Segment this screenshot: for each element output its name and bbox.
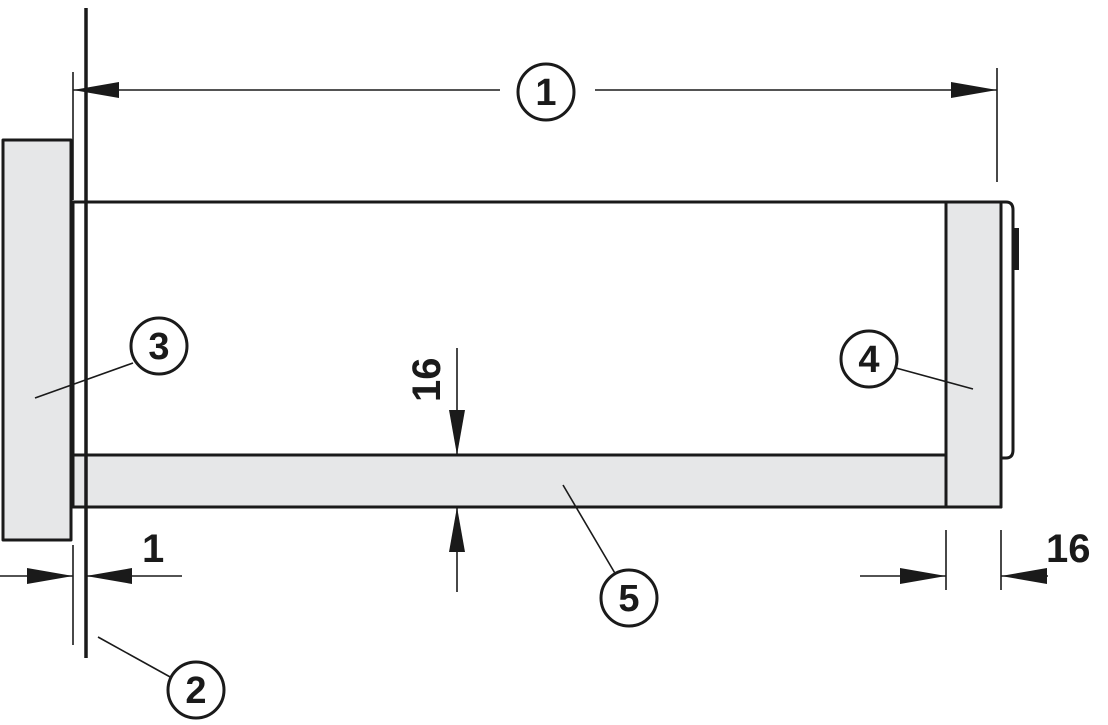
callout-4: 4: [839, 329, 899, 389]
svg-text:2: 2: [185, 670, 206, 712]
back-dim-arrow-right: [1001, 568, 1047, 584]
back-dim-arrow-left: [900, 568, 946, 584]
svg-text:4: 4: [858, 339, 879, 381]
dim1-arrow-right: [951, 82, 997, 98]
svg-text:5: 5: [618, 578, 639, 620]
callout-1: 1: [516, 62, 576, 122]
dim-back-thickness-label: 16: [1046, 527, 1091, 571]
front-panel: [1, 138, 73, 542]
back-fitting-tab: [1012, 228, 1019, 270]
dim-bottom-thickness-label: 16: [405, 358, 449, 403]
callout-2: 2: [166, 660, 226, 720]
svg-text:1: 1: [535, 72, 556, 114]
back-fitting: [1001, 200, 1015, 460]
callout-3: 3: [129, 316, 189, 376]
callout-5: 5: [599, 568, 659, 628]
dim1-arrow-left: [73, 82, 119, 98]
bottom-panel: [71, 453, 948, 509]
leader-3: [34, 362, 134, 399]
bottom-dim-arrow-top: [449, 410, 465, 455]
leader-5: [562, 484, 617, 576]
gap-arrow-left: [27, 568, 73, 584]
bottom-dim-arrow-bottom: [449, 507, 465, 552]
svg-text:3: 3: [148, 326, 169, 368]
back-panel: [944, 200, 1003, 509]
leader-2: [97, 636, 173, 679]
leader-4: [895, 367, 974, 390]
gap-arrow-right: [86, 568, 132, 584]
dim-left-gap-label: 1: [142, 527, 164, 571]
